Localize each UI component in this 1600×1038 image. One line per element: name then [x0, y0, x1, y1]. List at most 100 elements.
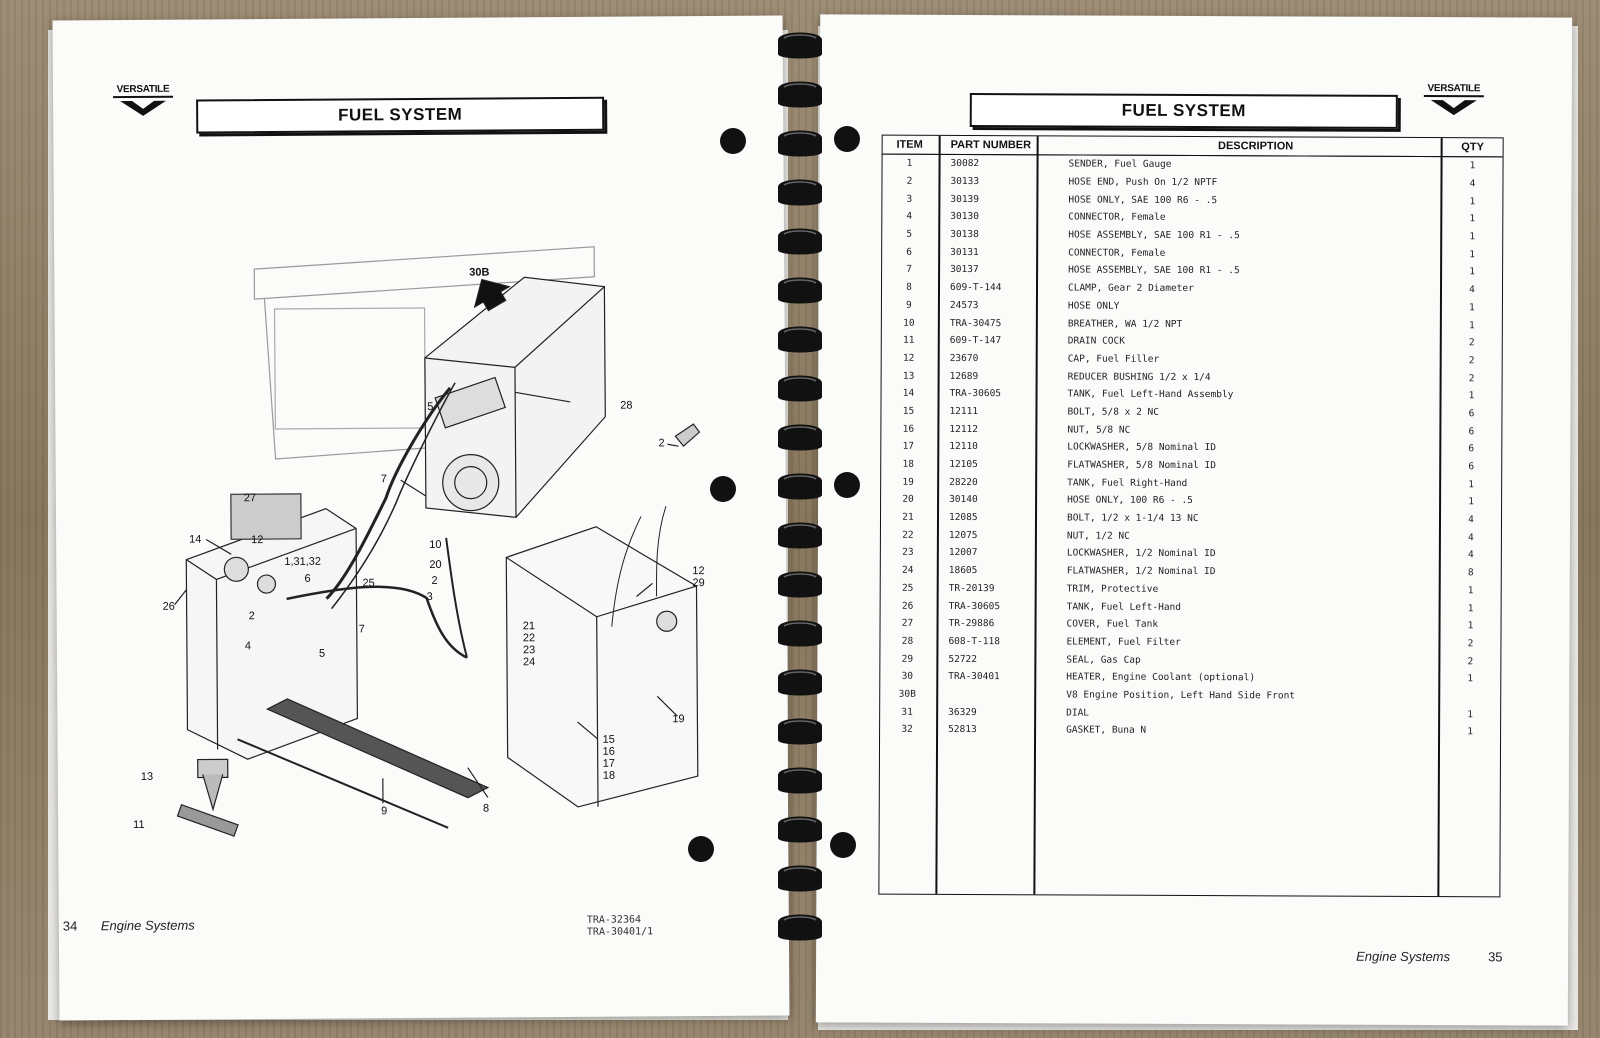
callout-17: 17 — [603, 758, 615, 770]
cell-qty: 2 — [1468, 337, 1475, 349]
versatile-logo: VERSATILE — [1423, 82, 1484, 116]
cell-qty: 6 — [1468, 425, 1475, 437]
cell-part-number — [934, 685, 1048, 703]
cell-description: CAP, Fuel Filler — [1067, 353, 1160, 365]
cell-part-number: 12689 — [949, 370, 979, 382]
cell-description: LOCKWASHER, 5/8 Nominal ID — [1067, 441, 1217, 454]
cell-part-number: 609-T-144 — [949, 282, 1002, 294]
cell-item: 29 — [901, 653, 914, 665]
cell-item: 13 — [902, 370, 915, 382]
callout-8: 8 — [483, 803, 489, 815]
binding-coil — [778, 865, 822, 892]
cell-part-number: TRA-30475 — [949, 317, 1002, 329]
cell-qty: 1 — [1469, 231, 1476, 243]
cell-part-number: 12007 — [948, 547, 978, 559]
cell-item: 5 — [906, 228, 913, 240]
cell-qty: 1 — [1467, 602, 1474, 614]
cell-item: 22 — [902, 529, 914, 541]
binding-coil — [778, 81, 822, 108]
cell-item: 30 — [901, 671, 914, 683]
cell-qty: 1 — [1469, 302, 1475, 314]
cell-part-number: 24573 — [949, 299, 979, 311]
callout-29: 29 — [692, 577, 704, 589]
cell-description: FLATWASHER, 5/8 Nominal ID — [1067, 459, 1216, 472]
cell-description: HOSE END, Push On 1/2 NPTF — [1068, 176, 1218, 189]
cell-description: FLATWASHER, 1/2 Nominal ID — [1066, 565, 1216, 578]
cell-item: 28 — [901, 635, 914, 647]
callout-9: 9 — [381, 805, 387, 817]
cell-item: 26 — [901, 600, 914, 612]
binding-coil — [778, 767, 822, 794]
callout-30b: 30B — [469, 267, 489, 279]
cell-part-number: 18605 — [948, 565, 978, 577]
cell-description: SENDER, Fuel Gauge — [1068, 158, 1172, 171]
callout-7-top: 7 — [381, 473, 387, 485]
cell-item: 6 — [906, 246, 913, 258]
cell-qty: 1 — [1467, 620, 1474, 632]
cell-item: 30B — [898, 688, 916, 700]
cell-description: NUT, 1/2 NC — [1066, 530, 1130, 542]
spiral-binding — [688, 0, 860, 1038]
section-name-right: Engine Systems — [1356, 948, 1451, 965]
callout-26: 26 — [163, 601, 175, 613]
cell-description: HOSE ASSEMBLY, SAE 100 R1 - .5 — [1068, 229, 1240, 242]
callout-11: 11 — [133, 819, 145, 831]
cell-item: 18 — [902, 458, 914, 470]
cell-qty: 1 — [1469, 266, 1475, 278]
cell-description: SEAL, Gas Cap — [1066, 654, 1141, 666]
cell-qty: 1 — [1467, 726, 1473, 738]
binding-coil — [778, 473, 822, 500]
punch-hole — [830, 832, 856, 858]
header-description: DESCRIPTION — [1050, 136, 1443, 157]
cell-description: TRIM, Protective — [1066, 583, 1159, 595]
cell-item: 11 — [903, 334, 915, 346]
binding-coil — [778, 179, 822, 206]
callout-5-top: 5 — [427, 401, 433, 413]
versatile-logo: VERSATILE — [112, 83, 174, 117]
cell-item: 32 — [901, 724, 913, 736]
page-number-left: 34 — [62, 918, 78, 934]
page-title: FUEL SYSTEM — [969, 93, 1398, 129]
cell-part-number: 12112 — [949, 423, 979, 435]
binding-coil — [778, 326, 822, 353]
callout-22: 22 — [523, 632, 535, 644]
cell-item: 15 — [902, 405, 915, 417]
cell-qty: 1 — [1467, 585, 1474, 597]
cell-description: COVER, Fuel Tank — [1066, 618, 1159, 631]
cell-part-number: 30133 — [950, 175, 980, 188]
cell-part-number: 23670 — [949, 352, 979, 364]
cell-item: 24 — [902, 564, 914, 576]
cell-qty: 1 — [1469, 248, 1476, 261]
punch-hole — [720, 128, 746, 154]
punch-hole — [834, 472, 860, 498]
binding-coil — [778, 424, 822, 451]
cell-qty: 4 — [1469, 284, 1475, 296]
cell-qty: 1 — [1467, 673, 1474, 685]
cell-part-number: 12110 — [949, 441, 978, 453]
cell-qty: 6 — [1468, 408, 1475, 420]
cell-qty: 6 — [1468, 443, 1475, 455]
cell-qty: 1 — [1468, 496, 1474, 508]
callout-16: 16 — [603, 746, 615, 758]
cell-part-number: TRA-30401 — [948, 671, 1000, 683]
cell-item: 8 — [906, 281, 912, 293]
callout-14: 14 — [189, 534, 201, 546]
cell-part-number: 30138 — [950, 229, 979, 241]
cell-part-number: 28220 — [949, 476, 978, 488]
cell-description: HEATER, Engine Coolant (optional) — [1066, 671, 1256, 684]
cell-qty: 2 — [1467, 638, 1474, 650]
cell-part-number: 30131 — [950, 246, 979, 258]
cell-description: CONNECTOR, Female — [1068, 247, 1166, 259]
cell-description: DIAL — [1066, 707, 1090, 719]
cell-description: NUT, 5/8 NC — [1067, 424, 1131, 436]
cell-description: TANK, Fuel Right-Hand — [1067, 477, 1188, 489]
cell-qty: 4 — [1468, 514, 1474, 526]
callout-19: 19 — [672, 713, 684, 725]
binding-coil — [778, 718, 822, 745]
cell-item: 20 — [902, 494, 914, 506]
binding-coil — [778, 571, 822, 598]
right-page: FUEL SYSTEM VERSATILE ITEM PART NUMBER D… — [815, 14, 1573, 1026]
section-name-left: Engine Systems — [100, 917, 195, 934]
callout-28: 28 — [620, 400, 632, 412]
